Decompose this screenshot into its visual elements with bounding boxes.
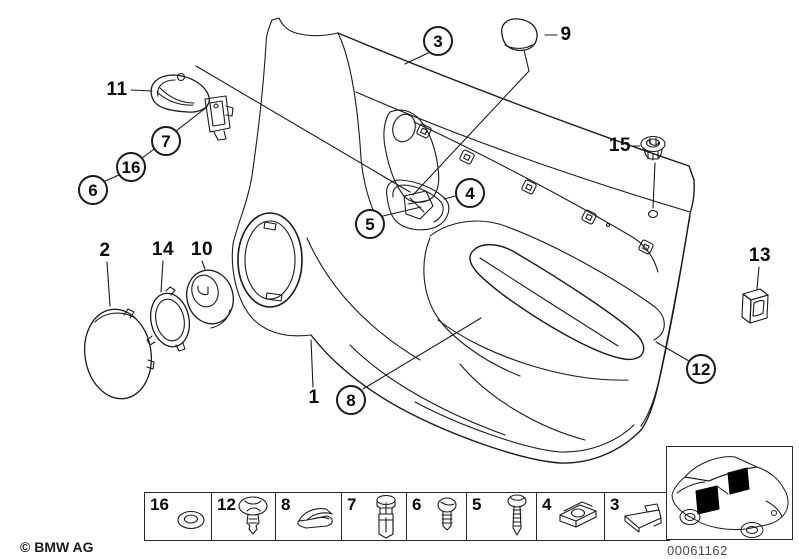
callout-9[interactable]: 9 [560,24,572,45]
callout-14[interactable]: 14 [151,239,175,260]
legend-cell-12[interactable]: 12 [212,493,276,540]
tapping-screw-icon [507,493,527,536]
legend-part-number: 12 [217,495,236,514]
legend-cell-4[interactable]: 4 [537,493,605,540]
car-silhouette [671,456,789,538]
car-location-thumbnail [666,446,793,540]
bracket-clip-icon [624,502,662,533]
callout-4[interactable]: 4 [455,178,485,208]
callout-11[interactable]: 11 [106,79,128,100]
callout-15[interactable]: 15 [608,135,632,156]
grommet-part [640,135,666,161]
washer-icon [177,510,205,529]
cover-cap-part [501,18,538,52]
callout-13[interactable]: 13 [748,245,772,266]
speaker-opening [237,212,303,308]
legend-part-number: 3 [610,495,620,514]
leader-lines [102,34,760,390]
spring-clip-icon [297,507,333,529]
armrest [423,220,665,381]
diagram-number: 00061162 [667,543,728,558]
legend-part-number: 5 [472,495,482,514]
cage-nut-icon [559,500,597,528]
callout-3[interactable]: 3 [423,26,453,56]
callout-7[interactable]: 7 [151,126,181,156]
switch-blank-part [741,288,769,324]
copyright-label: © BMW AG [20,539,94,555]
tweeter-part [186,269,234,329]
door-panel-outline [231,17,695,464]
legend-cell-6[interactable]: 6 [407,493,467,540]
legend-part-number: 16 [150,495,169,514]
trim-strip-clips [416,123,654,255]
highlighted-door-panels [695,467,750,515]
legend-cell-8[interactable]: 8 [276,493,342,540]
parts-legend-strip: 16 12 8 7 [144,492,670,541]
callout-5[interactable]: 5 [355,209,385,239]
legend-part-number: 7 [347,495,357,514]
callout-12[interactable]: 12 [686,354,716,384]
legend-cell-16[interactable]: 16 [145,493,212,540]
callout-6[interactable]: 6 [78,175,108,205]
gasket-ring-part [146,286,191,352]
legend-part-number: 6 [412,495,422,514]
window-switch-recess [386,179,450,231]
legend-cell-7[interactable]: 7 [342,493,407,540]
speaker-cover-part [84,308,155,400]
legend-part-number: 4 [542,495,552,514]
legend-part-number: 8 [281,495,291,514]
expansion-dowel-icon [376,494,396,539]
expanding-rivet-icon [238,495,268,535]
clip-hole [647,209,659,219]
callout-8[interactable]: 8 [336,385,366,415]
legend-cell-5[interactable]: 5 [467,493,537,540]
callout-16[interactable]: 16 [116,152,146,182]
door-handle-part [150,72,234,141]
callout-10[interactable]: 10 [190,239,214,260]
callout-2[interactable]: 2 [99,240,111,261]
legend-cell-3[interactable]: 3 [605,493,669,540]
callout-1[interactable]: 1 [308,387,320,408]
car-outline [671,456,789,538]
pan-head-screw-icon [437,496,457,531]
